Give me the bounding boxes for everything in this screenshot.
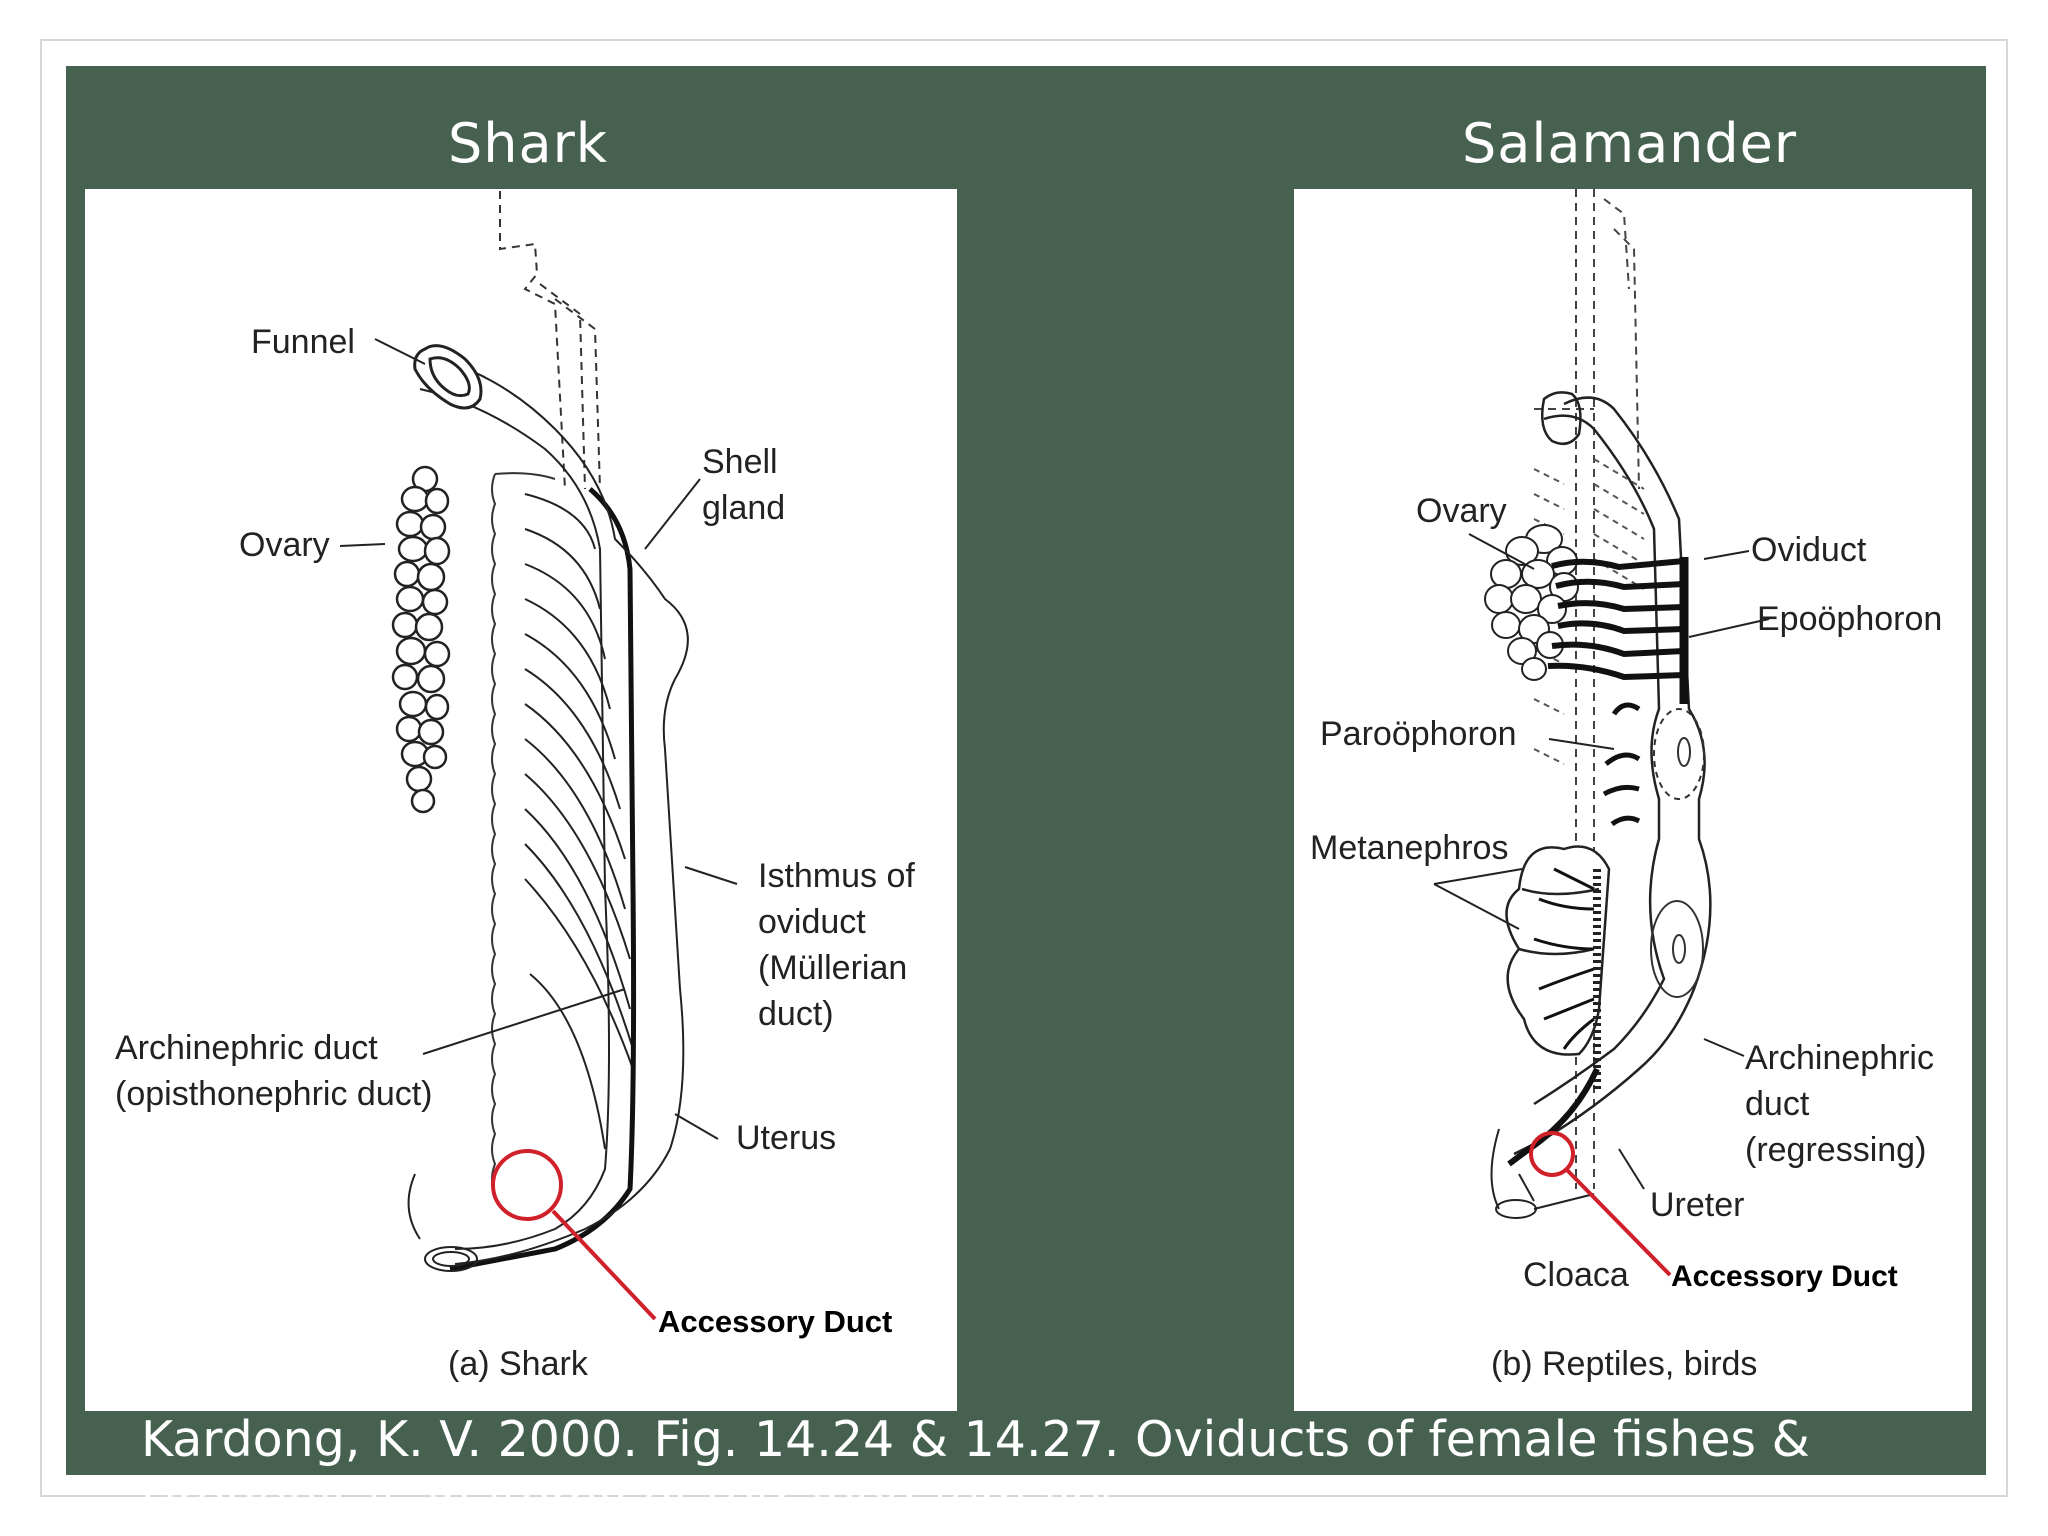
body-wall-outline [499, 191, 601, 490]
label-metanephros: Metanephros [1310, 829, 1508, 867]
kidney-tubules [524, 493, 634, 1150]
accessory-duct-pointer [551, 1209, 657, 1321]
label-ureter: Ureter [1650, 1186, 1744, 1224]
label-archinephric-1: Archinephric duct [115, 1029, 378, 1067]
accessory-duct-pointer [1564, 1167, 1672, 1277]
ovary-shape [391, 465, 451, 814]
cloaca-stub [407, 1173, 478, 1272]
label-archinephric-1: Archinephric [1745, 1039, 1934, 1077]
label-oviduct: Oviduct [1751, 531, 1867, 569]
label-shell-gland-2: gland [702, 489, 785, 527]
label-isthmus-2: oviduct [758, 903, 866, 941]
label-accessory-duct: Accessory Duct [658, 1304, 892, 1339]
label-uterus: Uterus [736, 1119, 836, 1157]
label-cloaca: Cloaca [1523, 1256, 1629, 1294]
kidney-border [491, 473, 497, 1195]
epoophoron-tubules [1547, 557, 1689, 704]
oviduct-ovals [1650, 708, 1705, 998]
label-isthmus-3: (Müllerian [758, 949, 907, 987]
slide-frame [40, 39, 2008, 1497]
label-accessory-duct: Accessory Duct [1671, 1260, 1898, 1293]
cloaca-shape [1490, 1128, 1595, 1219]
paroophoron-tubules [1602, 702, 1641, 827]
label-funnel: Funnel [251, 323, 355, 361]
oviduct-outline [1513, 391, 1712, 1156]
shark-diagram-panel: Funnel Ovary Shell gland Isthmus of ovid… [85, 189, 957, 1411]
figure-label-reptiles-birds: (b) Reptiles, birds [1491, 1345, 1757, 1383]
label-shell-gland-1: Shell [702, 443, 778, 481]
ovary-shape [1484, 524, 1579, 681]
oviduct-outline [419, 358, 689, 1265]
label-archinephric-3: (regressing) [1745, 1131, 1926, 1169]
accessory-duct-highlight [491, 1149, 563, 1221]
label-ovary: Ovary [1416, 492, 1507, 530]
metanephros-branches [1533, 867, 1595, 1050]
right-title: Salamander [1462, 112, 1798, 175]
label-ovary: Ovary [239, 526, 330, 564]
accessory-duct-highlight [1529, 1131, 1575, 1177]
caption-line-1: Kardong, K. V. 2000. Fig. 14.24 & 14.27.… [141, 1411, 1810, 1468]
left-title: Shark [448, 112, 609, 175]
figure-label-shark: (a) Shark [448, 1345, 589, 1383]
label-archinephric-2: duct [1745, 1085, 1810, 1123]
caption-line-2: Urogenital anatomy of tetrapod females [141, 1471, 1127, 1528]
label-epoophoron: Epoöphoron [1757, 600, 1942, 638]
citation-caption: Kardong, K. V. 2000. Fig. 14.24 & 14.27.… [141, 1410, 1981, 1530]
label-isthmus-1: Isthmus of [758, 857, 915, 895]
leader-lines [339, 338, 738, 1140]
leader-lines [1433, 533, 1770, 1202]
shark-diagram: Funnel Ovary Shell gland Isthmus of ovid… [115, 191, 915, 1383]
funnel-shape [413, 344, 483, 410]
label-paroophoron: Paroöphoron [1320, 715, 1517, 753]
salamander-diagram-panel: Ovary Oviduct Epoöphoron Paroöphoron Met… [1294, 189, 1972, 1411]
label-archinephric-2: (opisthonephric duct) [115, 1075, 433, 1113]
salamander-diagram: Ovary Oviduct Epoöphoron Paroöphoron Met… [1310, 189, 1942, 1383]
label-isthmus-4: duct) [758, 995, 834, 1033]
